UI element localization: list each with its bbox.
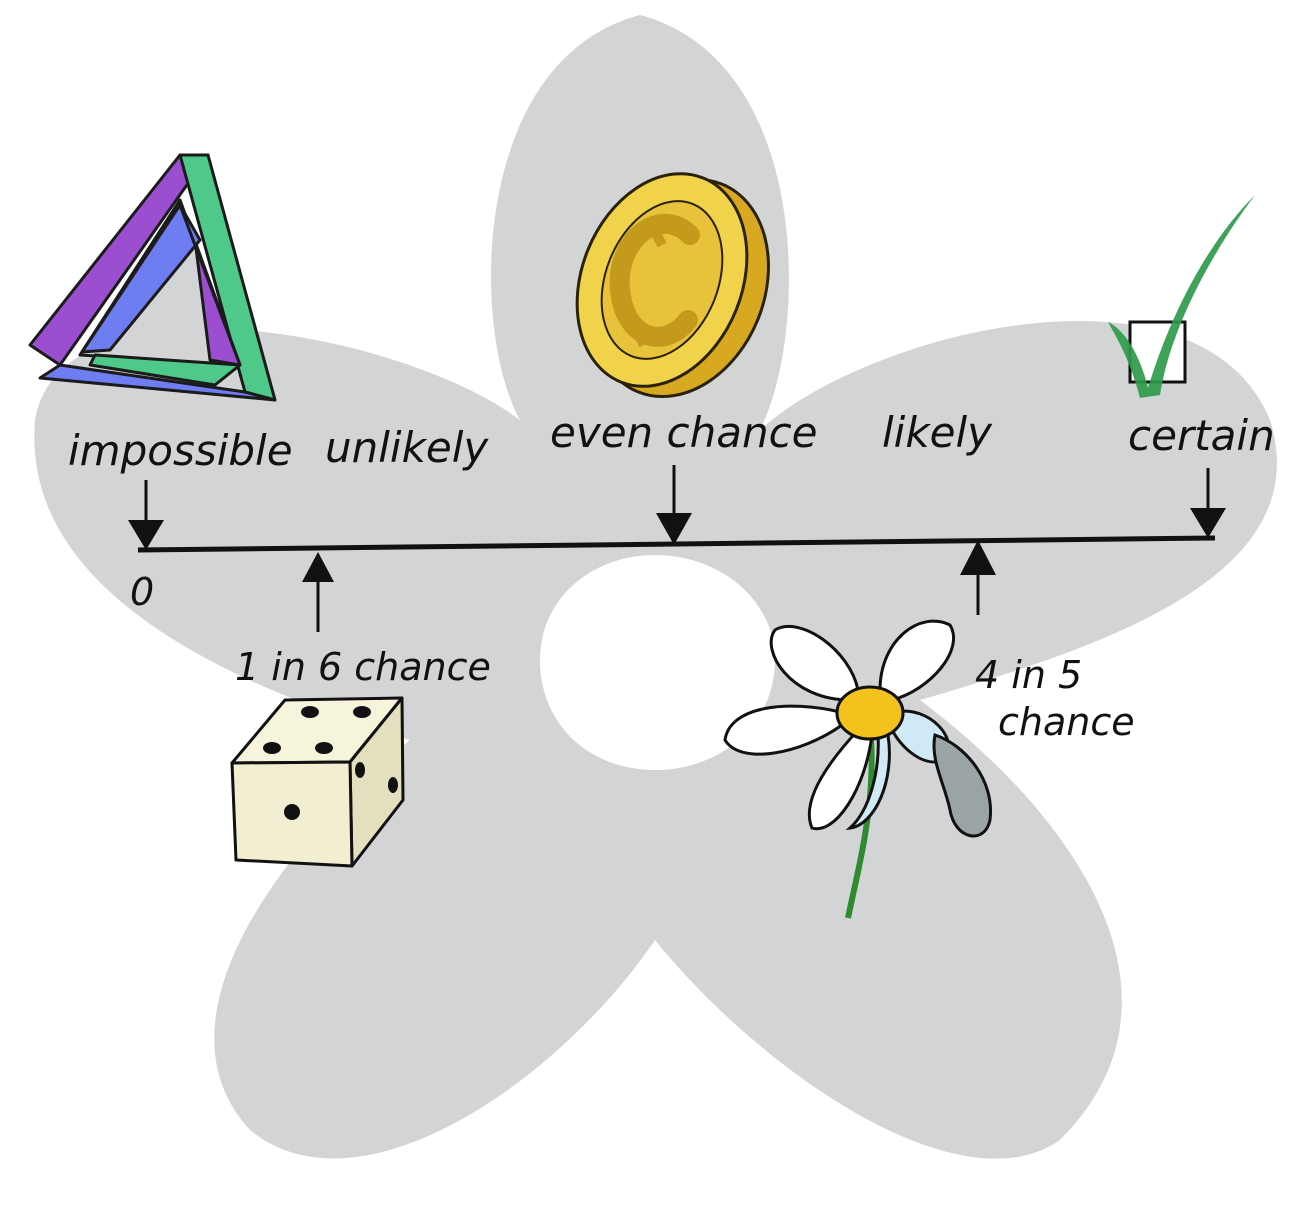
label-impossible: impossible <box>68 426 293 475</box>
label-certain: certain <box>1128 411 1275 460</box>
label-likely: likely <box>882 408 993 457</box>
checkmark-icon <box>1108 195 1255 398</box>
start-value-zero: 0 <box>130 570 154 614</box>
label-unlikely: unlikely <box>325 423 489 472</box>
label-one-in-six: 1 in 6 chance <box>235 645 491 689</box>
impossible-triangle-icon <box>30 155 275 400</box>
label-four-in-five-line1: 4 in 5 <box>975 653 1082 697</box>
label-four-in-five-line2: chance <box>998 700 1135 744</box>
label-even-chance: even chance <box>550 408 818 457</box>
